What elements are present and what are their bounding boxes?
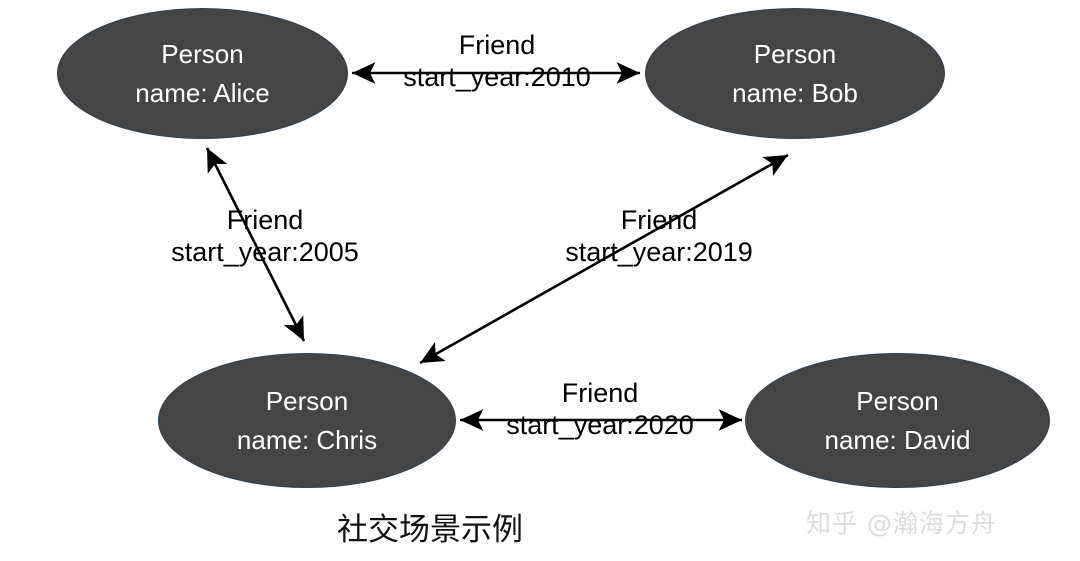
edge-line-chris-bob — [419, 153, 789, 365]
edge-label-chris-david-relation: Friend — [561, 378, 639, 408]
node-chris[interactable]: Person name: Chris — [158, 353, 456, 488]
edge-label-alice-chris: Friend start_year:2005 — [140, 205, 390, 269]
node-bob-type: Person — [753, 39, 837, 70]
edge-label-chris-david-property: start_year:2020 — [506, 409, 694, 440]
edge-label-alice-bob-relation: Friend — [458, 30, 536, 60]
edge-label-chris-david: Friend start_year:2020 — [475, 378, 725, 442]
node-david-type: Person — [856, 386, 939, 417]
node-chris-type: Person — [265, 386, 349, 417]
node-alice-property: name: Alice — [135, 77, 270, 108]
edge-label-alice-bob: Friend start_year:2010 — [382, 30, 612, 94]
node-chris-property: name: Chris — [236, 424, 378, 455]
node-bob[interactable]: Person name: Bob — [645, 8, 945, 139]
node-david[interactable]: Person name: David — [745, 353, 1050, 488]
diagram-caption: 社交场景示例 — [337, 512, 523, 548]
edge-label-alice-chris-property: start_year:2005 — [171, 236, 359, 267]
node-bob-property: name: Bob — [732, 77, 858, 108]
watermark-text: 知乎 @瀚海方舟 — [806, 509, 997, 538]
edge-label-chris-bob-relation: Friend — [620, 205, 698, 235]
edge-line-alice-chris — [205, 147, 306, 342]
edge-label-chris-bob: Friend start_year:2019 — [534, 205, 784, 269]
node-alice-type: Person — [161, 39, 244, 70]
edge-label-alice-chris-relation: Friend — [226, 205, 304, 235]
edge-label-alice-bob-property: start_year:2010 — [403, 61, 591, 92]
edge-label-chris-bob-property: start_year:2019 — [565, 236, 753, 267]
node-alice[interactable]: Person name: Alice — [57, 8, 348, 139]
node-david-property: name: David — [824, 424, 971, 455]
